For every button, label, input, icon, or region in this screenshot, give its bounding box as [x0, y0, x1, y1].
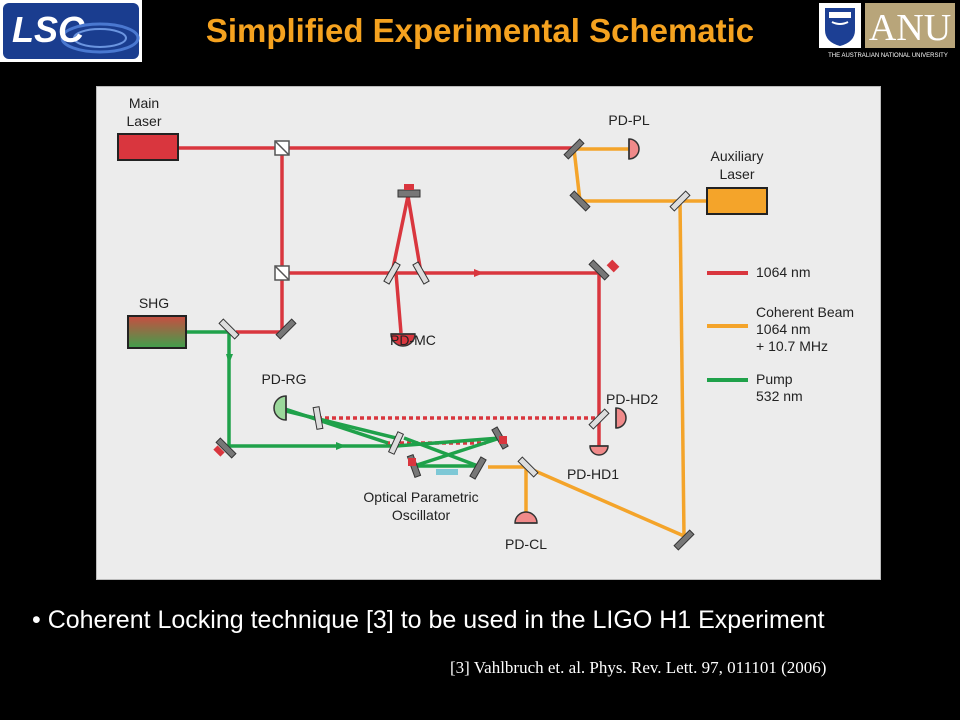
pd-mc-label: PD-MC — [390, 332, 436, 348]
main-beam-paths — [178, 146, 601, 446]
aux-laser-label-2: Laser — [719, 166, 754, 182]
mirrors — [215, 138, 695, 551]
lsc-logo: LSC — [0, 0, 142, 62]
svg-text:LSC: LSC — [12, 9, 85, 50]
main-laser-label-1: Main — [129, 95, 159, 111]
bullet-text: • Coherent Locking technique [3] to be u… — [32, 606, 825, 634]
legend-green-label-1: Pump — [756, 371, 793, 387]
pd-rg-label: PD-RG — [261, 371, 306, 387]
auxiliary-laser — [706, 187, 768, 215]
legend-green-label-2: 532 nm — [756, 388, 803, 404]
main-laser-label-2: Laser — [126, 113, 161, 129]
pump-beam-paths — [186, 330, 501, 468]
legend-red-label: 1064 nm — [756, 264, 810, 280]
coherent-beam-paths — [488, 147, 707, 538]
opo-label-1: Optical Parametric — [363, 489, 478, 505]
pd-hd2-label: PD-HD2 — [606, 391, 658, 407]
beam-splitters — [274, 140, 290, 281]
svg-text:ANU: ANU — [869, 7, 951, 49]
anu-logo: ANU THE AUSTRALIAN NATIONAL UNIVERSITY — [815, 0, 960, 62]
page-title: Simplified Experimental Schematic — [205, 12, 755, 49]
legend-orange-label-2: 1064 nm — [756, 321, 810, 337]
pd-hd1-label: PD-HD1 — [567, 466, 619, 482]
legend: 1064 nm Coherent Beam 1064 nm + 10.7 MHz… — [707, 264, 854, 404]
shg-label: SHG — [139, 295, 169, 311]
photodiodes — [273, 138, 640, 524]
pd-cl-label: PD-CL — [505, 536, 547, 552]
legend-orange-label-3: + 10.7 MHz — [756, 338, 828, 354]
experimental-schematic: Main Laser Auxiliary Laser SHG PD-PL PD-… — [96, 86, 881, 580]
shg-unit — [127, 315, 187, 349]
legend-orange-label-1: Coherent Beam — [756, 304, 854, 320]
pd-pl-label: PD-PL — [608, 112, 649, 128]
main-laser — [117, 133, 179, 161]
opo-label-2: Oscillator — [392, 507, 451, 523]
svg-text:THE AUSTRALIAN NATIONAL UNIVER: THE AUSTRALIAN NATIONAL UNIVERSITY — [828, 53, 948, 59]
aux-laser-label-1: Auxiliary — [711, 148, 764, 164]
reference-citation: [3] Vahlbruch et. al. Phys. Rev. Lett. 9… — [450, 658, 827, 677]
